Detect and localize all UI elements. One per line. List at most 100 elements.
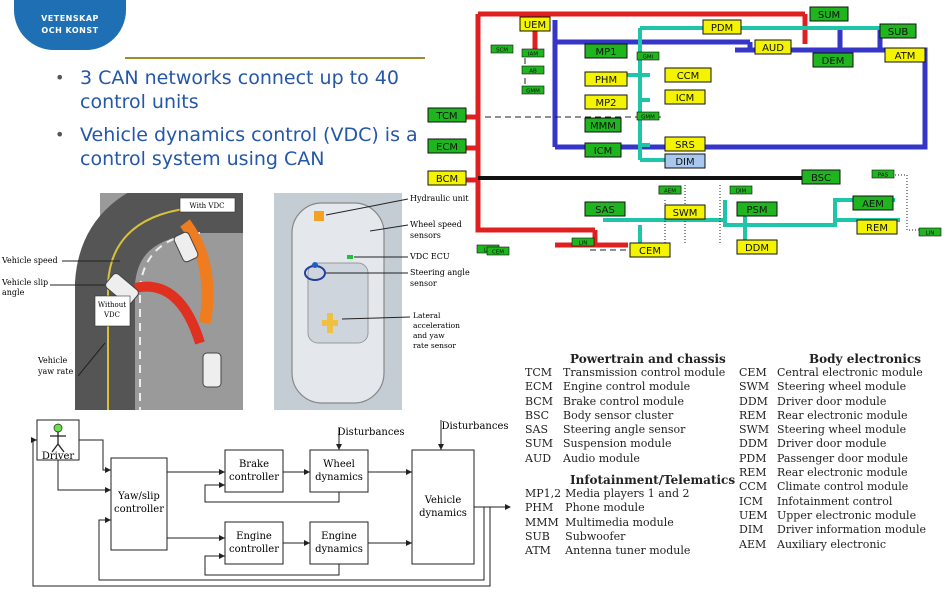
legend-description: Driver door module <box>777 437 930 451</box>
bullet-text: Vehicle dynamics control (VDC) is a cont… <box>80 124 418 170</box>
legend-row: BCMBrake control module <box>525 395 729 409</box>
legend-description: Media players 1 and 2 <box>565 487 694 501</box>
legend-abbreviation: REM <box>739 409 777 423</box>
module-label-icm_1: ICM <box>594 146 613 157</box>
legend-abbreviation: SWM <box>739 380 777 394</box>
legend-description: Multimedia module <box>565 516 694 530</box>
legend-left-header: Powertrain and chassis <box>525 352 735 366</box>
module-label-ccm: CCM <box>677 71 700 82</box>
legend-description: Steering wheel module <box>777 380 930 394</box>
module-label-uem: UEM <box>524 20 546 31</box>
legend-description: Engine control module <box>563 380 729 394</box>
legend-row: PHMPhone module <box>525 501 694 515</box>
module-label-srs: SRS <box>675 140 695 151</box>
legend-description: Steering angle sensor <box>563 423 729 437</box>
module-label-mp2: MP2 <box>595 98 616 109</box>
legend-description: Subwoofer <box>565 530 694 544</box>
vdc-vehicle-path-illustration: With VDC WithoutVDC Vehicle speed Vehicl… <box>0 193 260 415</box>
legend-abbreviation: SWM <box>739 423 777 437</box>
legend-description: Audio module <box>563 452 729 466</box>
legend-description: Driver information module <box>777 523 930 537</box>
legend-abbreviation: PHM <box>525 501 565 515</box>
legend-row: SUMSuspension module <box>525 437 729 451</box>
legend-abbreviation: REM <box>739 466 777 480</box>
module-label-swm: SWM <box>673 208 698 219</box>
module-label-psm: PSM <box>746 205 767 216</box>
legend-abbreviation: AEM <box>739 538 777 552</box>
module-label-sum: SUM <box>818 10 840 21</box>
legend-row: REMRear electronic module <box>739 409 930 423</box>
hydraulic-unit-label: Hydraulic unit <box>410 194 469 203</box>
legend-row: TCMTransmission control module <box>525 366 729 380</box>
module-label-phm: PHM <box>595 75 617 86</box>
legend-right-header: Body electronics <box>739 352 951 366</box>
module-label-rem: REM <box>866 223 888 234</box>
legend-abbreviation: CEM <box>739 366 777 380</box>
legend-abbreviation: ECM <box>525 380 563 394</box>
logo-text-1: VETENSKAP <box>14 14 126 23</box>
module-label-icm_2: ICM <box>676 93 695 104</box>
bullet-dot-icon: • <box>55 123 64 147</box>
legend-description: Transmission control module <box>563 366 729 380</box>
legend-description: Brake control module <box>563 395 729 409</box>
small-tag-label: LIN <box>926 231 935 237</box>
small-tag-label: SCM <box>496 48 508 54</box>
legend-abbreviation: CCM <box>739 480 777 494</box>
legend-abbreviation: DIM <box>739 523 777 537</box>
legend-row: PDMPassenger door module <box>739 452 930 466</box>
module-label-tcm: TCM <box>435 111 457 122</box>
legend-description: Rear electronic module <box>777 409 930 423</box>
module-label-bcm: BCM <box>436 174 458 185</box>
lateral-sensor-label: Lateralaccelerationand yawrate sensor <box>413 311 460 350</box>
legend-row: DIMDriver information module <box>739 523 930 537</box>
small-tag-label: AB <box>529 69 537 75</box>
small-tag-label: GMI <box>643 55 654 61</box>
module-label-cem: CEM <box>639 246 661 257</box>
legend-left-table: TCMTransmission control moduleECMEngine … <box>525 366 729 466</box>
small-tag-label: IAM <box>528 52 538 58</box>
module-label-bsc: BSC <box>811 173 831 184</box>
module-label-mmm: MMM <box>590 121 616 132</box>
legend-abbreviation: SUB <box>525 530 565 544</box>
disturbances-label-2: Disturbances <box>441 421 508 432</box>
small-tag-label: PAS <box>878 173 889 179</box>
bullet-item: •3 CAN networks connect up to 40 control… <box>50 66 470 114</box>
module-label-sas: SAS <box>595 205 615 216</box>
legend-info-table: MP1,2Media players 1 and 2PHMPhone modul… <box>525 487 694 558</box>
legend-description: Body sensor cluster <box>563 409 729 423</box>
legend-abbreviation: ATM <box>525 544 565 558</box>
legend-description: Auxiliary electronic <box>777 538 930 552</box>
legend-abbreviation: BSC <box>525 409 563 423</box>
module-label-pdm: PDM <box>711 23 733 34</box>
legend-abbreviation: UEM <box>739 509 777 523</box>
legend-abbreviation: MP1,2 <box>525 487 565 501</box>
legend-right-table: CEMCentral electronic moduleSWMSteering … <box>739 366 930 552</box>
legend-row: ICMInfotainment control <box>739 495 930 509</box>
vehicle-speed-label: Vehicle speed <box>1 256 58 265</box>
legend-description: Passenger door module <box>777 452 930 466</box>
legend-description: Steering wheel module <box>777 423 930 437</box>
module-label-ddm: DDM <box>745 243 769 254</box>
small-tag-label: GMM <box>526 89 540 95</box>
title-rule <box>125 57 435 59</box>
legend-row: SASSteering angle sensor <box>525 423 729 437</box>
module-label-aem: AEM <box>862 199 884 210</box>
module-label-dim: DIM <box>675 157 694 168</box>
legend-info-header: Infotainment/Telematics <box>525 473 735 487</box>
legend-right-column: Body electronics CEMCentral electronic m… <box>739 352 951 552</box>
legend-abbreviation: PDM <box>739 452 777 466</box>
